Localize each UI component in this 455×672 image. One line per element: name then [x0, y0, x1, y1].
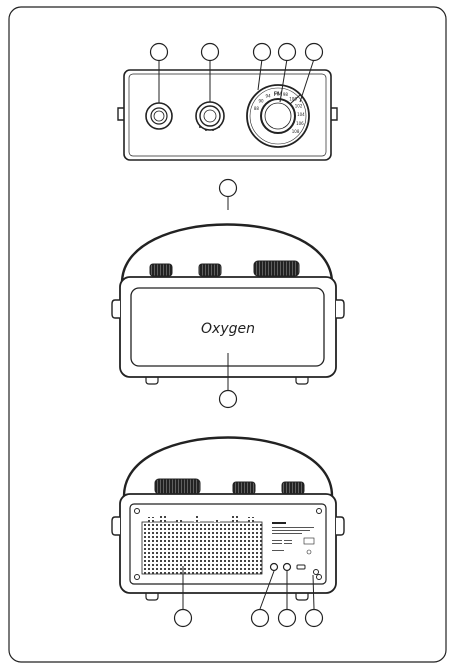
back-knob-left [155, 479, 200, 494]
back-foot-left [146, 593, 158, 600]
top-knob-1 [146, 103, 172, 129]
callout-circle-top-1 [151, 44, 168, 61]
back-foot-right [296, 593, 308, 600]
front-knob-left [150, 264, 172, 276]
front-view: Oxygen [112, 196, 344, 391]
dial-scale-label: 90 [258, 99, 264, 104]
rear-port-1 [271, 564, 278, 571]
screw-bottom-right [317, 575, 322, 580]
front-knob-right [254, 261, 299, 276]
dial-scale-label: 104 [297, 112, 305, 117]
callout-circle-top-3 [254, 44, 271, 61]
front-knob-middle [199, 264, 221, 276]
rear-port-3 [297, 565, 305, 569]
dial-scale-label: 102 [295, 104, 303, 109]
callout-circle-top-2 [202, 44, 219, 61]
back-view [112, 438, 344, 610]
callout-circle-back-2 [252, 610, 269, 627]
top-knob-2 [196, 102, 224, 131]
dial-scale-label: 106 [296, 121, 304, 126]
rear-port-4 [314, 570, 319, 575]
front-foot-right [296, 377, 308, 384]
right-strap-lug [331, 108, 337, 120]
screw-bottom-left [135, 575, 140, 580]
callout-circle-front-1 [220, 180, 237, 197]
back-knob-right [282, 482, 304, 494]
callout-circle-top-4 [279, 44, 296, 61]
front-left-lug [112, 300, 120, 318]
rear-grille [142, 522, 262, 574]
rear-port-2 [284, 564, 291, 571]
callout-circle-back-3 [279, 610, 296, 627]
dial-scale-label: 88 [254, 106, 260, 111]
callout-circle-top-5 [306, 44, 323, 61]
callout-circle-back-1 [175, 610, 192, 627]
screw-top-left [135, 509, 140, 514]
front-right-lug [336, 300, 344, 318]
back-right-lug [336, 517, 344, 535]
callout-circle-front-2 [220, 391, 237, 408]
brand-logo-script: Oxygen [201, 321, 255, 337]
screw-top-right [317, 509, 322, 514]
back-knob-middle [233, 482, 255, 494]
dial-scale-label: 98 [283, 92, 289, 97]
rating-label [270, 520, 320, 560]
dial-scale-label: 94 [266, 93, 272, 98]
dial-scale-label: 96 [274, 91, 280, 96]
dial-scale-label: 108 [292, 129, 300, 134]
callout-circle-back-4 [306, 610, 323, 627]
left-strap-lug [118, 108, 124, 120]
back-left-lug [112, 517, 120, 535]
front-foot-left [146, 377, 158, 384]
